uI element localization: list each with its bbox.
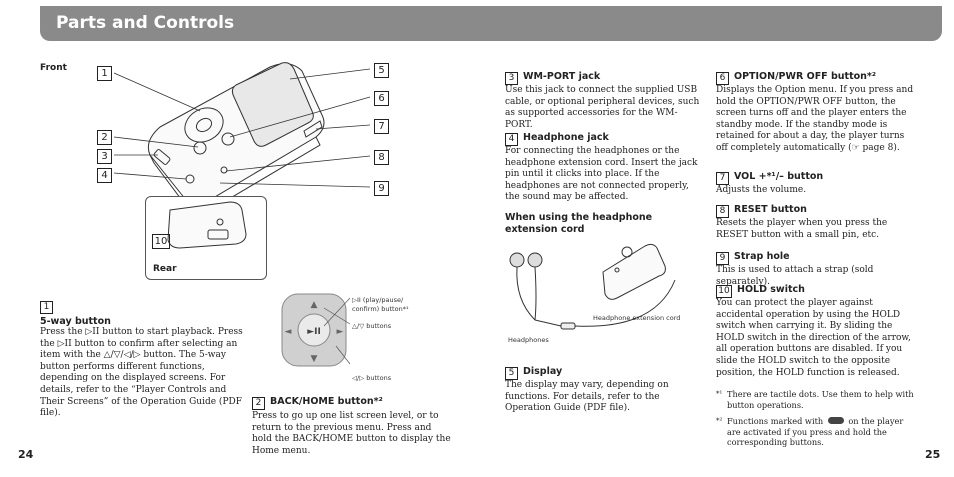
callout-5: 5 bbox=[374, 63, 389, 78]
page-header-banner: Parts and Controls bbox=[40, 6, 942, 41]
item-title: Display bbox=[523, 366, 563, 377]
item-description: You can protect the player against accid… bbox=[716, 298, 911, 378]
callout-10: 10 bbox=[152, 234, 170, 249]
item-title: HOLD switch bbox=[737, 284, 805, 295]
callout-8: 8 bbox=[374, 150, 389, 165]
svg-text:◄: ◄ bbox=[285, 327, 292, 337]
item-number: 1 bbox=[40, 301, 53, 314]
left-right-callout: ◁/▷ buttons bbox=[352, 374, 392, 382]
item-title: WM-PORT jack bbox=[523, 71, 601, 82]
footnote-mark: *² bbox=[716, 417, 723, 425]
item-description: Displays the Option menu. If you press a… bbox=[716, 85, 914, 153]
svg-text:▲: ▲ bbox=[311, 300, 318, 310]
item-number: 3 bbox=[505, 72, 518, 85]
callout-9: 9 bbox=[374, 181, 389, 196]
headphones-label: Headphones bbox=[508, 336, 549, 344]
player-rear-illustration bbox=[167, 201, 247, 249]
item-description: This is used to attach a strap (sold sep… bbox=[716, 265, 874, 287]
item-vol-button: 7 VOL +*¹/– button Adjusts the volume. bbox=[716, 164, 916, 197]
item-description: The display may vary, depending on funct… bbox=[505, 380, 669, 414]
svg-text:►II: ►II bbox=[307, 327, 321, 337]
up-down-callout: △/▽ buttons bbox=[352, 322, 392, 330]
headphone-extension-illustration bbox=[509, 243, 676, 330]
sub-heading-extension-cord: When using the headphone extension cord bbox=[505, 212, 653, 235]
item-5-way-button: 1 5-way button Press the ▷II button to s… bbox=[40, 293, 245, 420]
pill-mark-icon bbox=[827, 417, 844, 424]
page-number-left: 24 bbox=[18, 448, 34, 461]
item-title: RESET button bbox=[734, 204, 807, 215]
item-title: 5-way button bbox=[40, 316, 111, 327]
item-description: Adjusts the volume. bbox=[716, 185, 807, 195]
page-number-right: 25 bbox=[925, 448, 941, 461]
callout-3: 3 bbox=[97, 149, 112, 164]
item-title: OPTION/PWR OFF button*² bbox=[734, 71, 877, 82]
item-number: 6 bbox=[716, 72, 729, 85]
item-number: 7 bbox=[716, 172, 729, 185]
item-option-pwr-off-button: 6 OPTION/PWR OFF button*² Displays the Op… bbox=[716, 64, 916, 155]
item-number: 2 bbox=[252, 397, 265, 410]
front-label: Front bbox=[40, 63, 67, 73]
footnote-mark: *¹ bbox=[716, 390, 723, 398]
item-number: 5 bbox=[505, 367, 518, 380]
footnote-2: *² Functions marked with on the player a… bbox=[716, 416, 916, 448]
callout-6: 6 bbox=[374, 91, 389, 106]
callout-7: 7 bbox=[374, 119, 389, 134]
item-description: Press to go up one list screen level, or… bbox=[252, 411, 451, 456]
rear-label: Rear bbox=[153, 264, 177, 274]
page-title: Parts and Controls bbox=[56, 13, 235, 33]
extension-cord-label: Headphone extension cord bbox=[593, 314, 681, 322]
svg-text:▼: ▼ bbox=[311, 354, 318, 364]
item-title: Strap hole bbox=[734, 251, 790, 262]
item-description: Resets the player when you press the RES… bbox=[716, 218, 888, 240]
item-display: 5 Display The display may vary, depending… bbox=[505, 359, 705, 415]
item-number: 9 bbox=[716, 252, 729, 265]
callout-1: 1 bbox=[97, 66, 112, 81]
player-front-illustration bbox=[113, 62, 371, 212]
five-way-button-diagram: ►II ▲ ▼ ◄ ► bbox=[281, 293, 350, 367]
item-number: 4 bbox=[505, 133, 518, 146]
svg-text:►: ► bbox=[337, 327, 344, 337]
item-back-home-button: 2 BACK/HOME button*² Press to go up one l… bbox=[252, 389, 452, 457]
item-title: BACK/HOME button*² bbox=[270, 396, 383, 407]
item-title: VOL +*¹/– button bbox=[734, 171, 824, 182]
callout-4: 4 bbox=[97, 168, 112, 183]
play-pause-callout: ▷II (play/pause/ confirm) button*¹ bbox=[352, 296, 409, 313]
item-description: For connecting the headphones or the hea… bbox=[505, 146, 698, 203]
item-number: 10 bbox=[716, 285, 732, 298]
item-description: Press the ▷II button to start playback. … bbox=[40, 327, 243, 419]
callout-2: 2 bbox=[97, 130, 112, 145]
item-wm-port-jack: 3 WM-PORT jack Use this jack to connect t… bbox=[505, 64, 705, 131]
item-title: Headphone jack bbox=[523, 132, 609, 143]
footnote-1: *¹ There are tactile dots. Use them to h… bbox=[716, 389, 916, 410]
footnote-text-before: Functions marked with bbox=[727, 416, 824, 426]
item-headphone-jack: 4 Headphone jack For connecting the headp… bbox=[505, 125, 705, 204]
footnote-text: There are tactile dots. Use them to help… bbox=[727, 389, 914, 410]
item-number: 8 bbox=[716, 205, 729, 218]
item-description: Use this jack to connect the supplied US… bbox=[505, 85, 700, 130]
item-reset-button: 8 RESET button Resets the player when you… bbox=[716, 197, 916, 241]
footnote-text-after: on the player are activated if you press… bbox=[727, 416, 904, 447]
item-hold-switch: 10 HOLD switch You can protect the player… bbox=[716, 277, 916, 379]
item-strap-hole: 9 Strap hole This is used to attach a str… bbox=[716, 244, 916, 288]
